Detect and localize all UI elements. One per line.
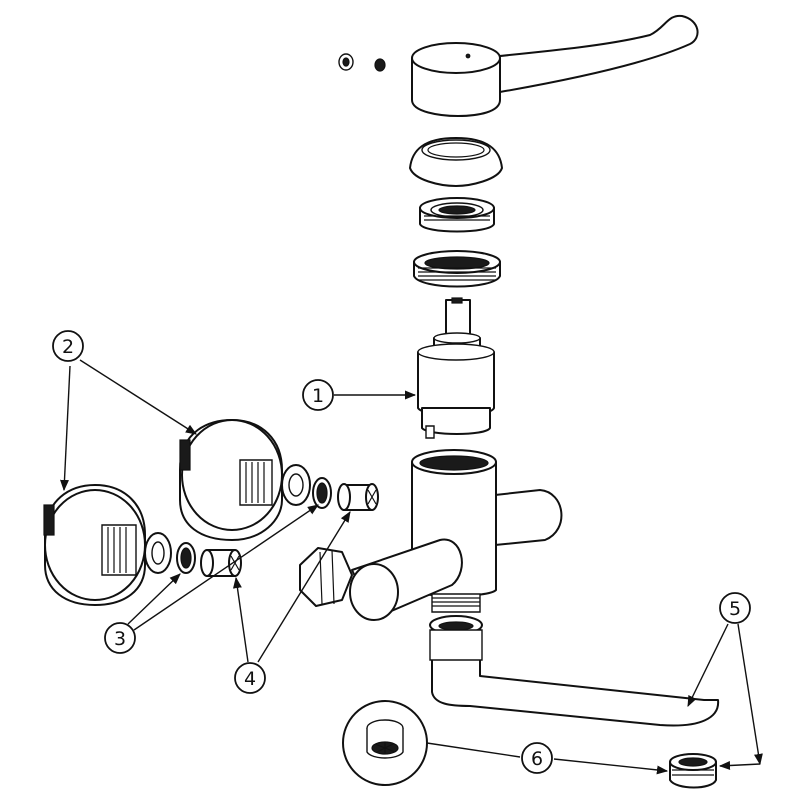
- callout-2: 2: [52, 330, 84, 362]
- check-valve-lower: [200, 549, 242, 577]
- lever-handle: [411, 14, 699, 117]
- svg-text:1: 1: [312, 385, 324, 407]
- grub-screw-small: [338, 53, 354, 71]
- aerator-detail-circle: [342, 700, 428, 786]
- callout-3: 3: [104, 622, 136, 654]
- dome-cover: [409, 137, 503, 187]
- aerator: [669, 753, 717, 789]
- cartridge-nut: [419, 197, 495, 233]
- callout-5: 5: [719, 592, 751, 624]
- washer-upper: [281, 464, 311, 506]
- washer-lower: [144, 532, 172, 574]
- callout-6: 6: [521, 742, 553, 774]
- eccentric-union-upper: [179, 419, 283, 541]
- svg-text:2: 2: [62, 336, 74, 358]
- callout-1: 1: [302, 379, 334, 411]
- eccentric-union-lower: [43, 484, 146, 606]
- callout-4: 4: [234, 662, 266, 694]
- cartridge: [417, 297, 495, 439]
- threaded-ring: [413, 250, 501, 288]
- grub-screw-tiny: [374, 58, 386, 72]
- svg-text:4: 4: [244, 668, 256, 690]
- leader-lines: [60, 359, 763, 775]
- svg-text:6: 6: [531, 748, 543, 770]
- filter-upper: [312, 477, 332, 509]
- svg-text:3: 3: [114, 628, 126, 650]
- faucet-body: [299, 449, 563, 621]
- spout: [429, 615, 720, 727]
- svg-text:5: 5: [729, 598, 741, 620]
- filter-lower: [176, 542, 196, 574]
- check-valve-upper: [337, 483, 379, 511]
